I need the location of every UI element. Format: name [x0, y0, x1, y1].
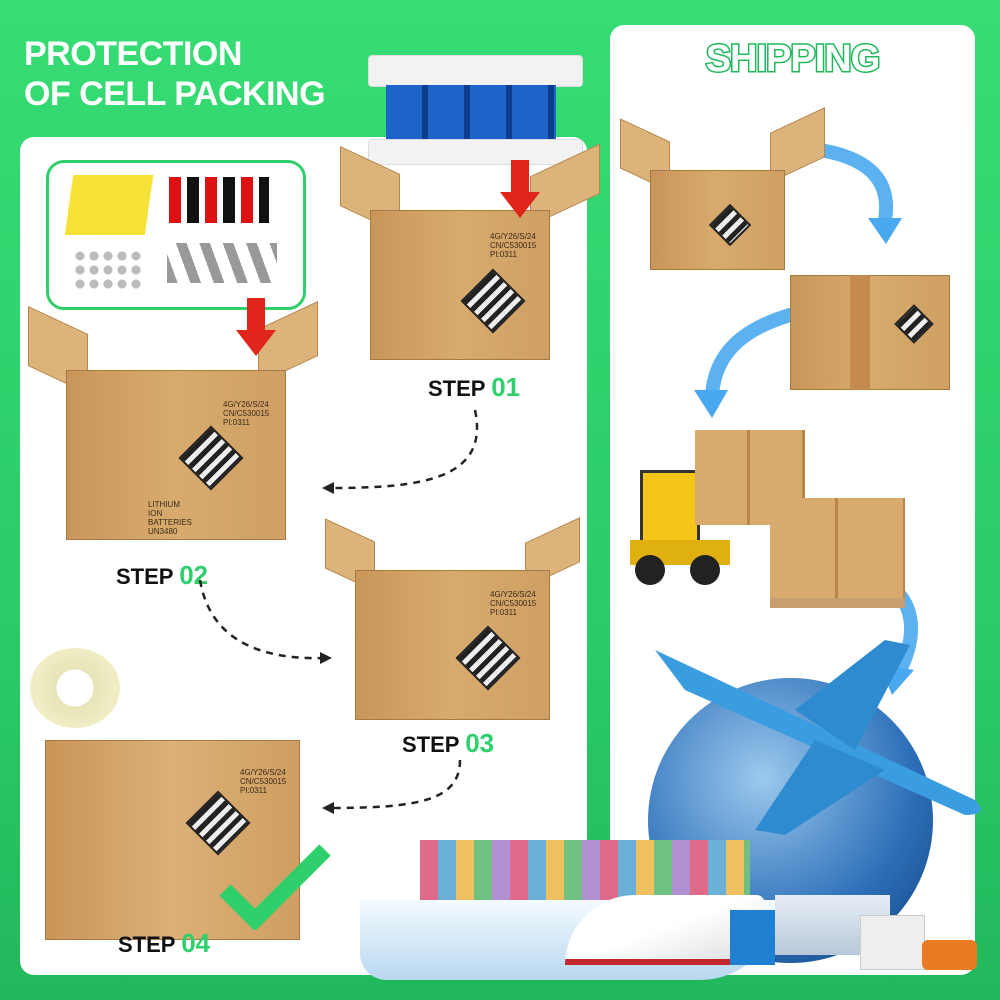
nuts	[73, 249, 143, 289]
cells-in-foam	[368, 55, 583, 165]
step-04-label: STEP 04	[118, 928, 211, 958]
step-01-label: STEP 01	[428, 372, 521, 402]
tape-roll	[30, 648, 120, 728]
step-02-label: STEP 02	[116, 560, 209, 590]
shipping-title: SHIPPING	[704, 37, 882, 82]
forklift	[630, 460, 750, 585]
checkmark-icon	[219, 844, 331, 930]
down-arrow-icon	[500, 160, 540, 218]
pallet-boxes	[770, 498, 905, 608]
airplane	[655, 640, 981, 835]
page-title: PROTECTION OF CELL PACKING	[24, 35, 326, 113]
accessories-bubble	[46, 160, 306, 310]
pickup-truck	[922, 940, 977, 970]
van	[860, 915, 925, 970]
insulation-sheets	[64, 175, 154, 235]
terminal-caps	[169, 177, 269, 223]
step-03-label: STEP 03	[402, 728, 495, 758]
bus-bars	[167, 243, 277, 283]
down-arrow-icon	[236, 298, 276, 356]
